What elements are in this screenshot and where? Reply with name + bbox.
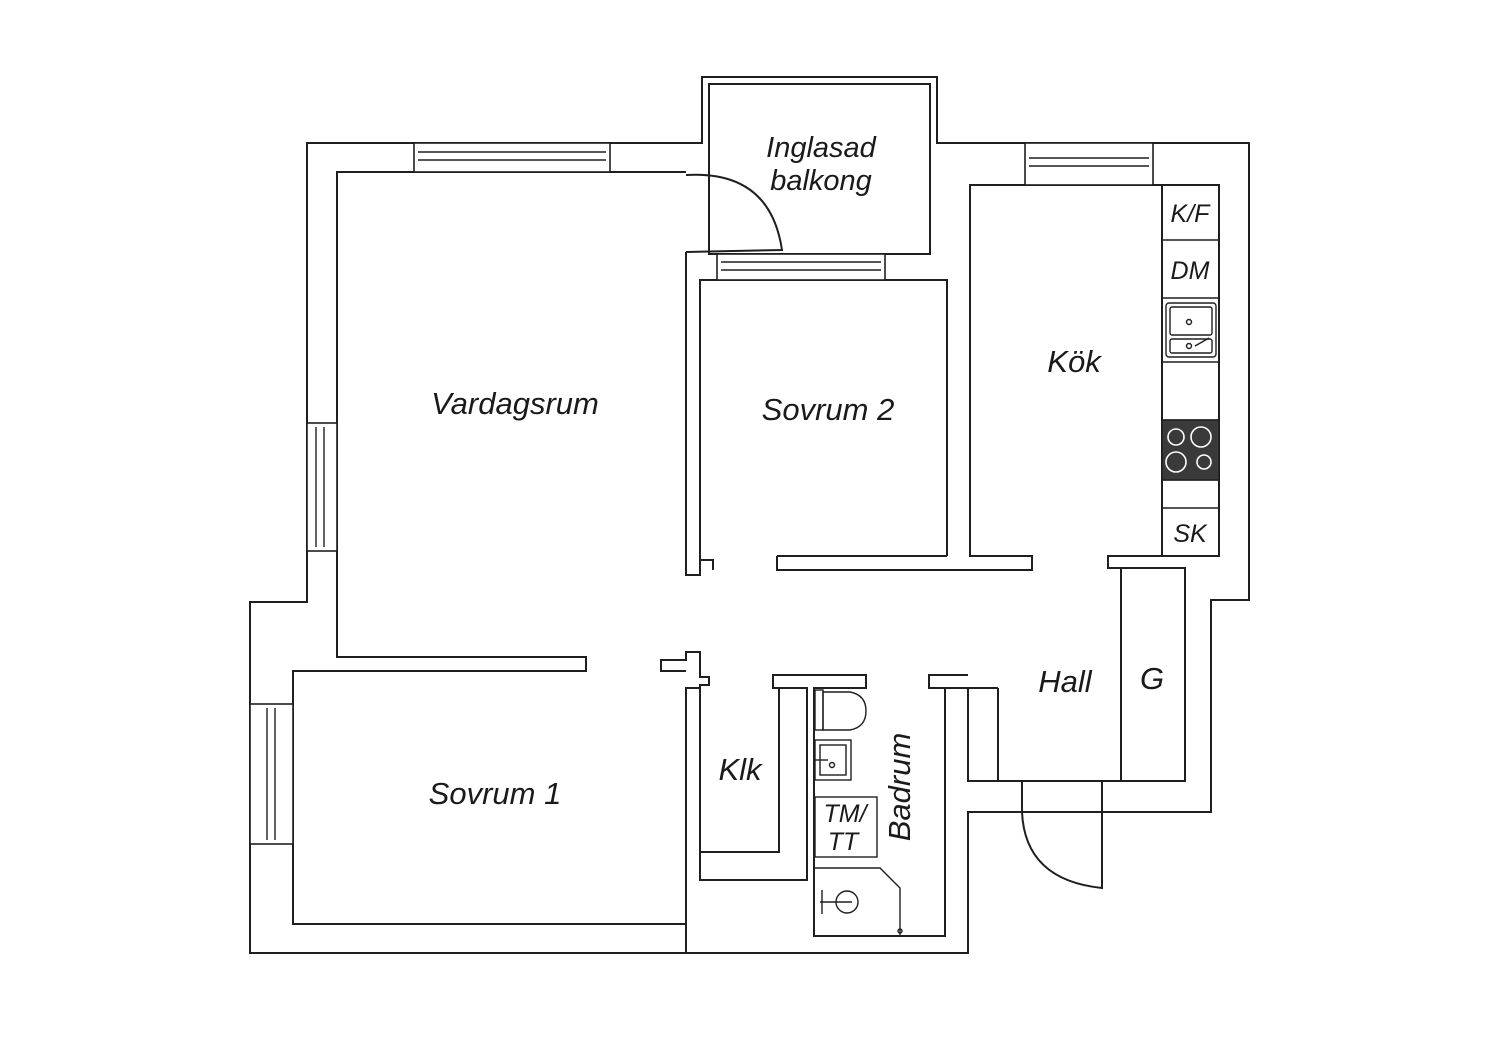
fixture-label-cabinet: SK (1173, 520, 1208, 548)
fixture-label-fridge: K/F (1171, 200, 1212, 228)
doors (685, 173, 1103, 890)
bathroom-fixtures (814, 689, 903, 936)
room-label-kitchen: Kök (1047, 344, 1102, 379)
room-label-balcony-1: Inglasad (766, 132, 877, 164)
room-label-wardrobe: G (1140, 661, 1164, 696)
room-label-hall: Hall (1038, 664, 1093, 699)
stove-icon (1161, 419, 1220, 481)
room-label-balcony-2: balkong (770, 165, 872, 197)
sink-icon (1165, 302, 1217, 358)
bedroom2-bottom-wall (776, 184, 1220, 782)
room-label-bedroom1: Sovrum 1 (429, 776, 562, 811)
fixture-label-washer-1: TM/ (823, 800, 869, 828)
closet-outline (699, 674, 946, 937)
living-wall-inner (292, 171, 710, 925)
inner-contours (292, 83, 1220, 953)
window-living-left (306, 422, 338, 552)
outer-wall-outline (249, 76, 1250, 954)
toilet-icon (814, 689, 867, 731)
fixture-label-washer-2: TT (828, 828, 860, 856)
shower-icon (815, 867, 903, 936)
window-bedroom2 (716, 253, 886, 281)
outer-walls (249, 76, 1250, 954)
washer-dryer (814, 796, 878, 858)
room-label-closet: Klk (718, 752, 763, 787)
balcony-door (685, 173, 784, 253)
washbasin-icon (814, 739, 852, 781)
room-label-living: Vardagsrum (431, 386, 599, 421)
window-kitchen (1024, 142, 1154, 186)
room-label-bedroom2: Sovrum 2 (762, 392, 895, 427)
window-bedroom1 (249, 703, 294, 845)
closet-outer (699, 687, 808, 881)
living-partition (685, 252, 714, 576)
kitchen-counter (1161, 184, 1220, 557)
entrance-door (1021, 811, 1103, 890)
window-living-top (413, 142, 611, 173)
windows (249, 142, 1154, 845)
room-labels: Inglasad balkong Vardagsrum Sovrum 2 Kök… (429, 132, 1212, 856)
room-label-bathroom: Badrum (882, 733, 917, 842)
fixture-label-dishwasher: DM (1171, 257, 1210, 285)
counter (1161, 184, 1220, 557)
